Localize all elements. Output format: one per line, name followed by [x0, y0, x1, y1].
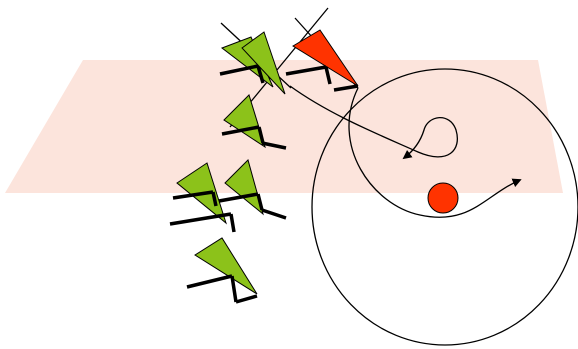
pink-plane	[5, 60, 563, 193]
green-flag	[187, 238, 257, 302]
red-center-dot	[428, 183, 458, 213]
